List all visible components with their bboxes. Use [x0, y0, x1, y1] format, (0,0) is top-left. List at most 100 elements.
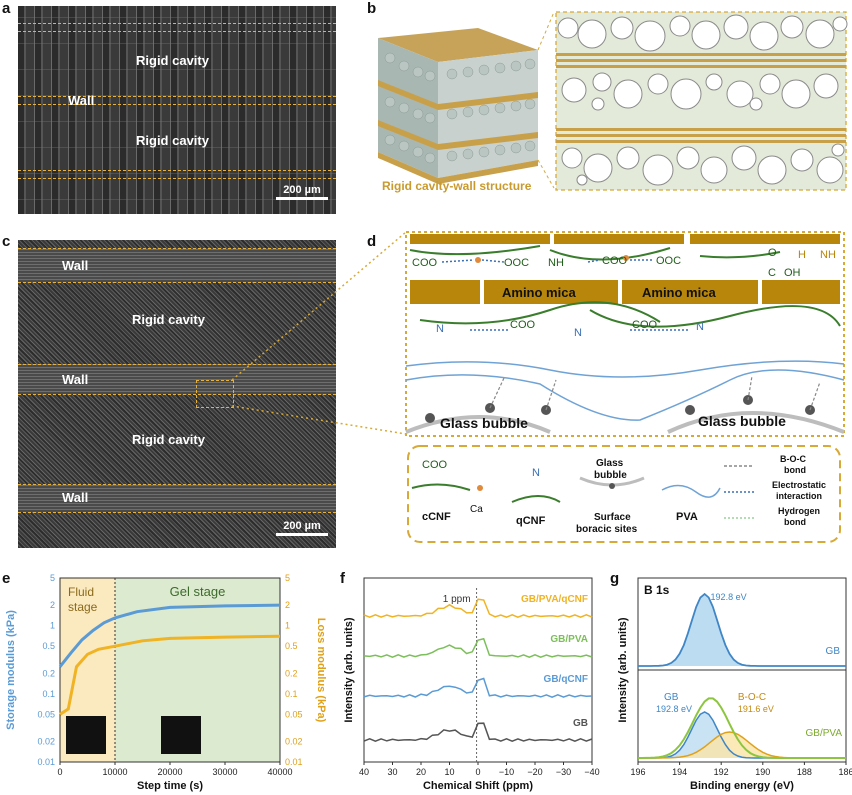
legend-boc1: B-O-C	[780, 454, 806, 464]
y2-tick-label-e: 0.05	[285, 709, 303, 719]
series-label-gb: GB	[826, 646, 841, 657]
x-tick-label-g: 196	[630, 767, 645, 777]
schematic-d: Amino mica Amino mica COO OOC NH COO OOC…	[405, 231, 845, 543]
cavity-wall-detail	[555, 11, 848, 191]
coo-label-6: COO	[632, 319, 658, 331]
nh-label: NH	[820, 249, 836, 261]
legend-boc2: bond	[784, 465, 806, 475]
legend-n: N	[532, 467, 540, 479]
y-tick-label-e: 0.1	[42, 689, 55, 699]
y-tick-label-e: 0.5	[42, 641, 55, 651]
series-label-f-0: GB/PVA/qCNF	[521, 594, 588, 605]
series-label-f-3: GB	[573, 718, 588, 729]
x-tick-label-f: 10	[444, 767, 454, 777]
peak-fill-gb-bottom	[638, 712, 846, 758]
x-tick-label-f: −20	[527, 767, 542, 777]
x-tick-label-e: 0	[57, 767, 62, 777]
x-tick-label-f: 30	[387, 767, 397, 777]
x-tick-label-g: 190	[755, 767, 770, 777]
y-axis-label-e: Storage modulus (kPa)	[5, 610, 17, 730]
y-tick-label-e: 0.01	[37, 757, 55, 767]
legend-qcnf: qCNF	[516, 515, 546, 527]
panel-letter-b: b	[367, 0, 377, 17]
x-axis-label-e: Step time (s)	[137, 780, 203, 792]
schematic-b: Rigid cavity-wall structure	[378, 11, 848, 193]
y-axis-label-f: Intensity (arb. units)	[343, 617, 355, 722]
oh-label: OH	[784, 267, 801, 279]
mica-label-1: Amino mica	[502, 285, 576, 300]
y-tick-label-e: 0.02	[37, 736, 55, 746]
scale-text-a: 200 µm	[283, 184, 321, 196]
mica-label-2: Amino mica	[642, 285, 716, 300]
title-g: B 1s	[644, 583, 670, 597]
legend-ca: Ca	[470, 504, 483, 515]
label-rigid-cavity-a1: Rigid cavity	[136, 53, 209, 68]
coo-label-5: COO	[510, 319, 536, 331]
scale-bar-a: 200 µm	[276, 184, 328, 200]
panel-letter-a: a	[2, 0, 11, 17]
y2-tick-label-e: 0.2	[285, 668, 298, 678]
series-line-f-0	[363, 598, 593, 619]
y2-axis-label-e: Loss modulus (kPa)	[315, 618, 327, 723]
y2-tick-label-e: 0.5	[285, 641, 298, 651]
x-tick-label-g: 186	[838, 767, 852, 777]
legend-gb-sub1: Surface	[594, 512, 631, 523]
x-tick-label-f: −30	[556, 767, 571, 777]
o-label: O	[768, 247, 777, 259]
annotation-gb-ev: 192.8 eV	[656, 704, 692, 714]
inset-photo-gel	[161, 716, 201, 754]
y2-tick-label-e: 2	[285, 600, 290, 610]
series-label-gbpva: GB/PVA	[806, 728, 843, 739]
y2-tick-label-e: 0.02	[285, 736, 303, 746]
annotation-boc-ev: 191.6 eV	[738, 704, 774, 714]
annotation-boc: B-O-C	[738, 692, 766, 703]
legend-d: COO Ca cCNF N qCNF Glass bubble Surface …	[411, 454, 826, 535]
legend-hb1: Hydrogen	[778, 506, 820, 516]
sem-image-c: Wall Rigid cavity Wall Rigid cavity Wall…	[18, 240, 336, 548]
y-axis-label-g: Intensity (arb. units)	[617, 617, 629, 722]
x-tick-label-g: 192	[714, 767, 729, 777]
series-label-f-2: GB/qCNF	[544, 674, 588, 685]
x-tick-label-f: −40	[584, 767, 599, 777]
y2-tick-label-e: 0.1	[285, 689, 298, 699]
annotation-stage: stage	[68, 600, 98, 614]
nh3-label: NH	[548, 257, 564, 269]
y-tick-label-e: 5	[50, 573, 55, 583]
peak-fill-gb-top	[638, 594, 846, 666]
label-wall-c3: Wall	[62, 490, 89, 505]
ooc-label-2: OOC	[656, 255, 681, 267]
x-tick-label-f: 40	[359, 767, 369, 777]
x-tick-label-f: 0	[475, 767, 480, 777]
sem-image-a: Rigid cavity Wall Rigid cavity 200 µm	[18, 6, 336, 214]
caption-b: Rigid cavity-wall structure	[382, 179, 532, 193]
x-tick-label-g: 188	[797, 767, 812, 777]
series-label-f-1: GB/PVA	[550, 634, 588, 645]
annotation-gb: GB	[664, 692, 679, 703]
series-line-e-1	[59, 634, 281, 716]
series-line-f-2	[363, 677, 593, 699]
plot-frame-f	[363, 577, 593, 763]
panel-letter-c: c	[2, 233, 11, 250]
coo-label-3: COO	[602, 255, 628, 267]
y-tick-label-e: 0.05	[37, 709, 55, 719]
panel-letter-f: f	[340, 570, 345, 587]
ooc-label-1: OOC	[504, 257, 529, 269]
x-tick-label-f: −10	[499, 767, 514, 777]
glass-bubble-label-2: Glass bubble	[698, 413, 786, 429]
panel-letter-e: e	[2, 570, 11, 587]
panel-letter-d: d	[367, 233, 377, 250]
legend-gb-title2: bubble	[594, 470, 627, 481]
x-tick-label-e: 20000	[157, 767, 182, 777]
cavity-wall-block	[378, 28, 538, 184]
legend-hb2: bond	[784, 517, 806, 527]
coo-label-1: COO	[412, 257, 438, 269]
label-wall-a: Wall	[68, 93, 95, 108]
legend-ccnf: cCNF	[422, 511, 451, 523]
label-wall-c1: Wall	[62, 258, 89, 273]
label-rigid-cavity-c1: Rigid cavity	[132, 312, 205, 327]
x-tick-label-e: 30000	[212, 767, 237, 777]
scale-bar-c: 200 µm	[276, 520, 328, 536]
